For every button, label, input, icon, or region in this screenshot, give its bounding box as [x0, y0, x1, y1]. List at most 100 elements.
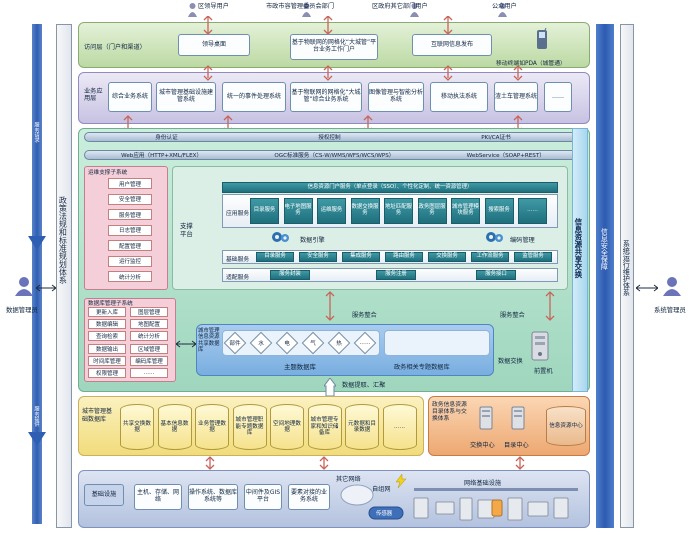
adapt-service-2[interactable]: 服务接口: [476, 270, 516, 280]
infra-item-2[interactable]: 中间件及GIS平台: [244, 484, 282, 510]
base-service-item[interactable]: 工作流服务: [471, 252, 509, 262]
app-item-3[interactable]: 基于物联网的网格化“大城管”综合业务系统: [290, 82, 362, 112]
app-service-item[interactable]: ……: [518, 198, 547, 224]
base-db-cylinder[interactable]: 共享交换数据: [120, 404, 154, 450]
base-db-cylinder[interactable]: 城市管理专家和知识储备库: [307, 404, 342, 450]
db-mgmt-item[interactable]: 查询检索: [88, 331, 126, 342]
ops-item[interactable]: 配置管理: [108, 240, 152, 251]
db-mgmt-item[interactable]: 数据编辑: [88, 319, 126, 330]
network-cloud-icon: [340, 482, 374, 508]
db-mgmt-item[interactable]: 更新入库: [88, 307, 126, 317]
db-mgmt-item[interactable]: 权限管理: [88, 368, 126, 378]
base-db-label-text: 城市管理基础数据库: [82, 408, 113, 423]
db-mgmt-item[interactable]: 图层管理: [130, 307, 168, 317]
topic-item[interactable]: 水: [249, 331, 273, 355]
topic-item[interactable]: 热: [327, 331, 351, 355]
service-integration-right: 服务整合: [500, 312, 525, 319]
db-mgmt-item[interactable]: 地图配置: [130, 319, 168, 330]
topic-item[interactable]: 部件: [223, 331, 247, 355]
app-item-0[interactable]: 综合业务系统: [108, 82, 152, 112]
ops-item[interactable]: 运行监控: [108, 255, 152, 267]
base-service-item[interactable]: 路由服务: [385, 252, 423, 262]
adapt-service-0[interactable]: 服务封装: [270, 270, 310, 280]
policy-column: [56, 24, 72, 528]
extract-label: 数据提取、汇聚: [342, 382, 386, 389]
base-service-item[interactable]: 目录服务: [256, 252, 294, 262]
base-service-item[interactable]: 交换服务: [428, 252, 466, 262]
db-mgmt-item[interactable]: 数据输出: [88, 343, 126, 354]
ops-item[interactable]: 统计分析: [108, 271, 152, 282]
app-service-item[interactable]: 数据交换服务: [350, 198, 380, 224]
app-service-item[interactable]: 城市管理模块服务: [451, 198, 480, 224]
base-db-cylinder[interactable]: 元数据和目录数据: [345, 404, 379, 450]
infra-arrows: [200, 456, 530, 472]
app-item-1[interactable]: 城市管理基础设施建管系统: [156, 82, 216, 112]
topic-db-side: 城市管理信息资源共享数据库: [198, 328, 220, 354]
ops-item[interactable]: 服务管理: [108, 209, 152, 220]
ops-item[interactable]: 日志管理: [108, 224, 152, 236]
base-db-cylinder[interactable]: 城市管理职能专题数据库: [232, 404, 267, 450]
access-layer: [78, 22, 590, 68]
base-db-cylinder[interactable]: 基本信息数据: [157, 404, 192, 450]
left-arrow-head-top: [28, 236, 46, 252]
topic-item-label: 热: [336, 341, 342, 347]
app-service-item[interactable]: 政务图层服务: [417, 198, 447, 224]
db-mgmt-item[interactable]: 统计分析: [130, 331, 168, 342]
admin-right-label: 系统管理员: [654, 306, 686, 314]
ops-column: [620, 24, 634, 528]
gov-db-label: 政务相关专题数据库: [394, 364, 450, 371]
adapt-service-label: 适配服务: [226, 275, 250, 281]
app-item-4[interactable]: 图像管理与智能分析系统: [368, 82, 424, 112]
topic-item[interactable]: 气: [301, 331, 325, 355]
base-service-item[interactable]: 安全服务: [299, 252, 337, 262]
access-item-leader-desktop[interactable]: 领导桌面: [178, 34, 250, 56]
user-public-label: 公众用户: [492, 3, 517, 10]
infra-item-0[interactable]: 主机、存储、网络: [134, 484, 182, 510]
admin-right-arrow: [635, 284, 659, 294]
app-service-item[interactable]: 电子地图服务: [283, 198, 313, 224]
infra-item-1[interactable]: 操作系统、数据库系统等: [188, 484, 238, 510]
app-item-5[interactable]: 移动执法系统: [430, 82, 488, 112]
base-db-cylinder[interactable]: ……: [382, 404, 417, 450]
base-db-cylinder[interactable]: 业务管理数据: [195, 404, 229, 450]
topic-item-label: ……: [359, 340, 371, 346]
other-net-label: 其它网络: [336, 476, 361, 483]
access-item-work-portal[interactable]: 基于物联网的网格化“大城管”平台业务工作门户: [290, 34, 378, 60]
app-item-6[interactable]: 渣土车管理系统: [494, 82, 538, 112]
security-access: 授权控制: [318, 135, 341, 141]
ops-item[interactable]: 用户管理: [108, 178, 152, 189]
db-to-topic-arrow: [175, 340, 197, 350]
access-item-internet-publish[interactable]: 互联网信息发布: [412, 34, 492, 56]
app-service-item[interactable]: 运维服务: [317, 198, 346, 224]
front-label: 前置机: [534, 368, 553, 375]
app-service-item[interactable]: 搜索服务: [484, 198, 514, 224]
topic-item[interactable]: ……: [353, 331, 377, 355]
support-platform-label: 支撑平台: [180, 222, 196, 239]
app-item-7[interactable]: ……: [544, 82, 572, 112]
app-service-item[interactable]: 地址匹配服务: [384, 198, 413, 224]
base-service-item[interactable]: 监管服务: [514, 252, 552, 262]
db-mgmt-item[interactable]: ……: [130, 368, 168, 378]
left-arrow-column: [32, 24, 42, 524]
topic-item-label: 部件: [229, 341, 241, 347]
adapt-service-1[interactable]: 服务注册: [376, 270, 416, 280]
ops-item[interactable]: 安全管理: [108, 193, 152, 205]
db-mgmt-item[interactable]: 编码库管理: [130, 355, 168, 366]
service-integration-left: 服务整合: [352, 312, 377, 319]
infra-item-3[interactable]: 要素对接的业务系统: [288, 484, 330, 510]
topic-item-label: 电: [284, 341, 290, 347]
topic-item[interactable]: 电: [275, 331, 299, 355]
topic-item-label: 气: [310, 341, 316, 347]
db-mgmt-item[interactable]: 时间库管理: [88, 355, 126, 366]
share-exchange-label: 信息资源共享交换: [573, 218, 583, 278]
portal-service-bar[interactable]: 信息资源门户服务（单点登录（SSO）、个性化定制、统一资源管理）: [222, 182, 558, 193]
app-item-2[interactable]: 统一的事件处理系统: [222, 82, 286, 112]
base-db-cylinder[interactable]: 空间地理数据: [270, 404, 304, 450]
self-net-label: 自组网: [372, 486, 391, 493]
mobile-label: 移动终端如PDA（城管通）: [496, 61, 566, 67]
base-service-item[interactable]: 集成服务: [342, 252, 380, 262]
app-service-item[interactable]: 目录服务: [250, 198, 279, 224]
gov-center-label: 政务信息资源目录体系与交换体系: [432, 402, 470, 424]
db-mgmt-item[interactable]: 区域管理: [130, 343, 168, 354]
resource-center-db[interactable]: 信息资源中心: [546, 406, 586, 446]
